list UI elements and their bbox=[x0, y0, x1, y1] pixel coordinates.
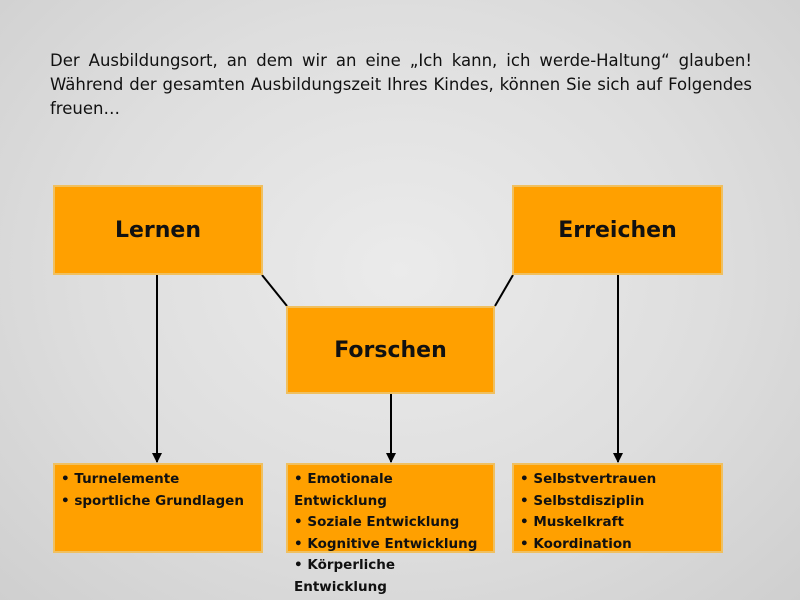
list-item: sportliche Grundlagen bbox=[61, 491, 255, 513]
list-box-erreichen: Selbstvertrauen Selbstdisziplin Muskelkr… bbox=[512, 463, 723, 553]
box-lernen-title: Lernen bbox=[114, 217, 202, 243]
list-item: Körperliche Entwicklung bbox=[294, 555, 487, 598]
box-erreichen: Erreichen bbox=[512, 185, 723, 275]
box-lernen: Lernen bbox=[53, 185, 263, 275]
box-forschen: Forschen bbox=[286, 306, 495, 394]
list-item: Koordination bbox=[520, 534, 715, 556]
list-item: Emotionale Entwicklung bbox=[294, 469, 487, 512]
list-item: Kognitive Entwicklung bbox=[294, 534, 487, 556]
list-item: Turnelemente bbox=[61, 469, 255, 491]
list-item: Selbstvertrauen bbox=[520, 469, 715, 491]
list-item: Soziale Entwicklung bbox=[294, 512, 487, 534]
list-box-lernen: Turnelemente sportliche Grundlagen bbox=[53, 463, 263, 553]
intro-text: Der Ausbildungsort, an dem wir an eine „… bbox=[50, 51, 752, 118]
box-erreichen-title: Erreichen bbox=[558, 217, 677, 243]
list-item: Muskelkraft bbox=[520, 512, 715, 534]
box-forschen-title: Forschen bbox=[334, 337, 447, 363]
list-box-forschen: Emotionale Entwicklung Soziale Entwicklu… bbox=[286, 463, 495, 595]
link-lernen-forschen bbox=[261, 274, 288, 307]
link-erreichen-forschen bbox=[494, 274, 514, 307]
list-item: Selbstdisziplin bbox=[520, 491, 715, 513]
